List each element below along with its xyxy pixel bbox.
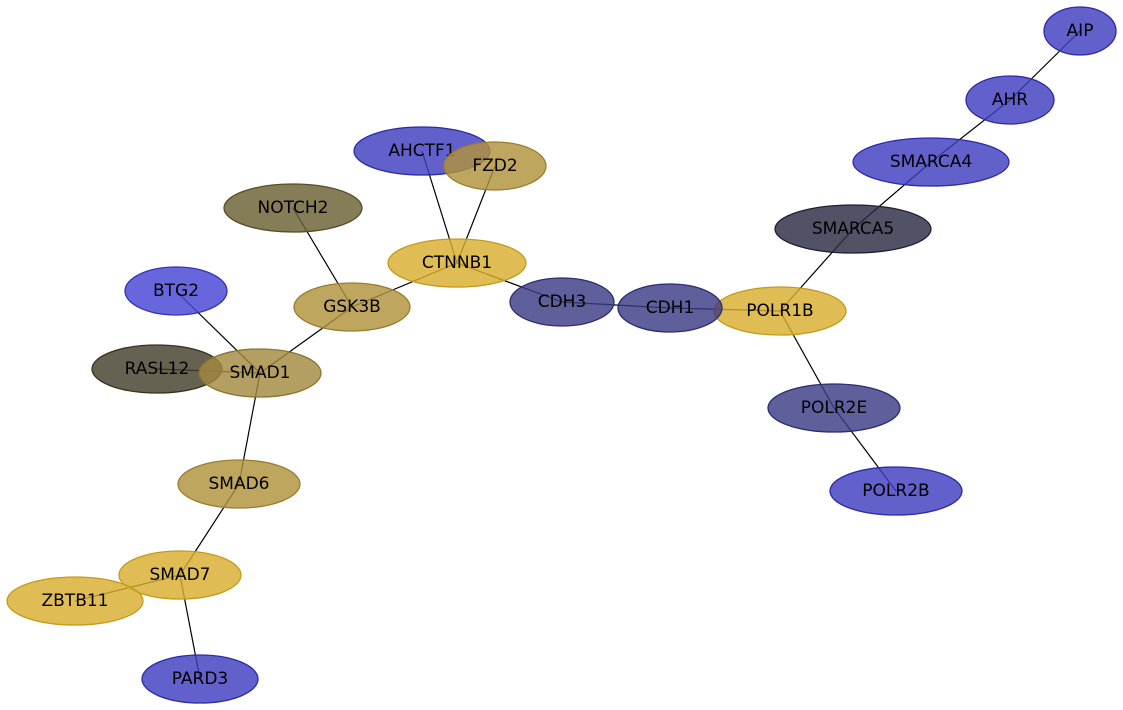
node-ellipse [774,204,932,254]
node-ellipse [6,576,144,626]
node-ellipse [617,283,723,333]
node-ellipse [124,266,228,316]
node-ellipse [829,466,963,516]
node-ellipse [118,550,242,600]
node-ellipse [509,277,615,327]
node-smarca4[interactable]: SMARCA4 [852,137,1010,187]
node-pard3[interactable]: PARD3 [141,654,259,704]
node-ellipse [965,75,1055,125]
node-btg2[interactable]: BTG2 [124,266,228,316]
node-cdh3[interactable]: CDH3 [509,277,615,327]
node-smad6[interactable]: SMAD6 [177,459,301,509]
node-ellipse [141,654,259,704]
node-ellipse [852,137,1010,187]
node-notch2[interactable]: NOTCH2 [223,183,363,233]
node-polr2b[interactable]: POLR2B [829,466,963,516]
node-smad1[interactable]: SMAD1 [198,348,322,398]
node-aip[interactable]: AIP [1043,6,1117,56]
node-ellipse [177,459,301,509]
node-ellipse [767,383,901,433]
node-zbtb11[interactable]: ZBTB11 [6,576,144,626]
node-ahr[interactable]: AHR [965,75,1055,125]
node-ellipse [198,348,322,398]
node-fzd2[interactable]: FZD2 [443,141,547,191]
node-ellipse [1043,6,1117,56]
node-ellipse [443,141,547,191]
node-cdh1[interactable]: CDH1 [617,283,723,333]
node-gsk3b[interactable]: GSK3B [293,282,411,332]
node-ellipse [713,286,847,336]
node-ellipse [387,238,527,288]
node-polr2e[interactable]: POLR2E [767,383,901,433]
node-smarca5[interactable]: SMARCA5 [774,204,932,254]
node-ellipse [293,282,411,332]
node-ctnnb1[interactable]: CTNNB1 [387,238,527,288]
node-ellipse [223,183,363,233]
node-polr1b[interactable]: POLR1B [713,286,847,336]
